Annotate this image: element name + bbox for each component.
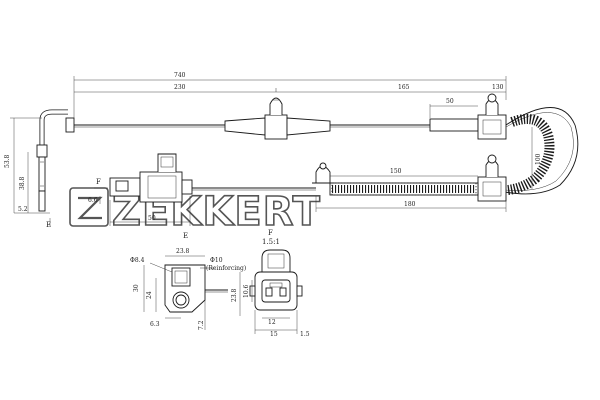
dim-right-segment: 165 <box>398 84 410 91</box>
dim-left-segment: 230 <box>174 84 186 91</box>
detail-e-reinforcing: (Reinforcing) <box>206 265 246 272</box>
push-clip <box>312 162 334 184</box>
dim-clip-gap: 50 <box>446 98 454 105</box>
detail-f-width-total: 15 <box>270 331 278 338</box>
dim-corrugated-top: 150 <box>390 168 402 175</box>
sensor-head <box>36 109 75 212</box>
detail-e-bottom-height: 7.2 <box>198 320 205 330</box>
detail-f-inner-height: 10.6 <box>243 284 250 298</box>
dim-corrugated-bottom: 180 <box>404 201 416 208</box>
dim-sensor-body: 38.8 <box>19 176 26 190</box>
lower-clip <box>477 154 507 202</box>
detail-e-height: 30 <box>133 284 140 292</box>
dim-sensor-height: 53.8 <box>4 154 11 168</box>
detail-e-width: 23.8 <box>176 248 190 255</box>
dim-total-length: 740 <box>174 72 186 79</box>
connector <box>109 153 193 203</box>
detail-e-bottom-offset: 6.3 <box>150 321 160 328</box>
dim-sensor-tip: 5.2 <box>18 206 28 213</box>
center-grommet <box>224 88 331 140</box>
detail-f-width-inner: 12 <box>268 319 276 326</box>
detail-e-inner-height: 24 <box>146 291 153 299</box>
view-f-marker: F <box>96 178 101 186</box>
top-clip <box>477 93 507 140</box>
dim-connector-offset: 6.6 <box>88 197 98 204</box>
corrugated-tube <box>329 182 479 196</box>
detail-e-hole-large: Φ10 <box>210 257 223 264</box>
detail-e-hole-small: Φ8.4 <box>130 257 145 264</box>
dimension-lines: 740 230 165 130 50 100 53.8 38.8 5.2 E F <box>4 72 542 229</box>
detail-f-height: 23.8 <box>231 288 238 302</box>
detail-f-title: F <box>268 229 273 237</box>
detail-e: E 23.8 Φ8.4 Φ10 (Reinforcing) 30 24 6.3 … <box>130 232 246 330</box>
detail-f: F 1.5:1 23.8 10.6 12 15 1.5 <box>231 229 310 338</box>
view-e-marker: E <box>46 221 51 229</box>
dim-clip-offset: 130 <box>492 84 504 91</box>
dim-connector-length: 50 <box>148 215 156 222</box>
sensor-assembly <box>36 88 579 212</box>
brand-logo: ZEKKERT <box>69 187 321 236</box>
detail-f-scale: 1.5:1 <box>262 238 280 246</box>
detail-f-edge: 1.5 <box>300 331 310 338</box>
dim-loop-height: 100 <box>535 153 542 165</box>
detail-e-title: E <box>183 232 188 240</box>
